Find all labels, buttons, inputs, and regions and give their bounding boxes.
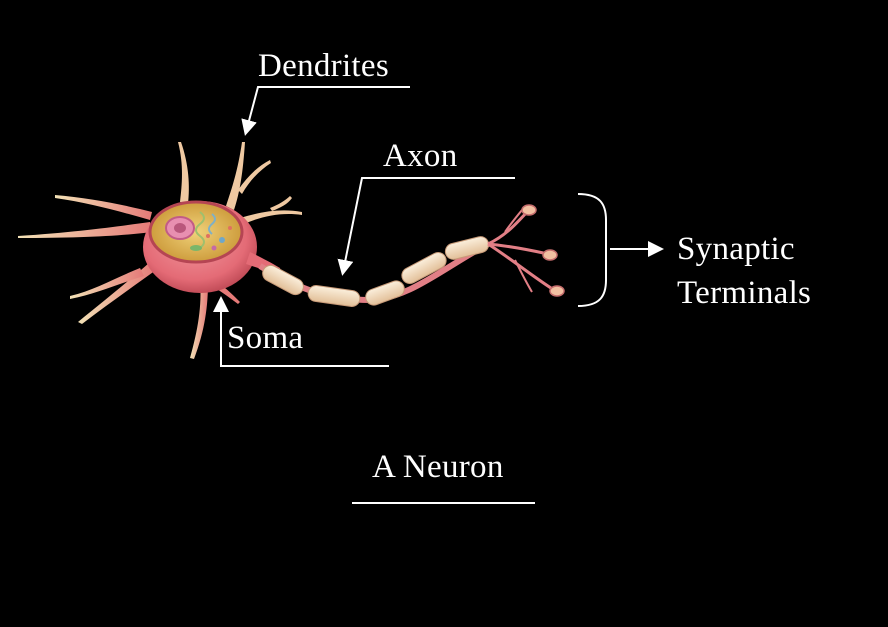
axon: [258, 236, 490, 308]
dendrites-label: Dendrites: [258, 48, 389, 84]
dendrites-leader-line: [241, 86, 410, 136]
axon-leader-line: [337, 177, 515, 276]
synaptic-terminals-label-line1: Synaptic: [677, 231, 795, 267]
annotation-lines: [213, 86, 664, 504]
synaptic-terminals-label-line2: Terminals: [677, 275, 812, 311]
diagram-title: A Neuron: [372, 449, 504, 485]
synaptic-bracket: [577, 193, 607, 307]
soma-label: Soma: [227, 320, 304, 356]
soma-leader-line: [213, 296, 389, 367]
myelin-sheath: [262, 236, 490, 308]
dendrites: [18, 142, 302, 359]
axon-label: Axon: [383, 138, 458, 174]
synaptic-terminals: [487, 204, 565, 297]
soma: [143, 200, 282, 293]
